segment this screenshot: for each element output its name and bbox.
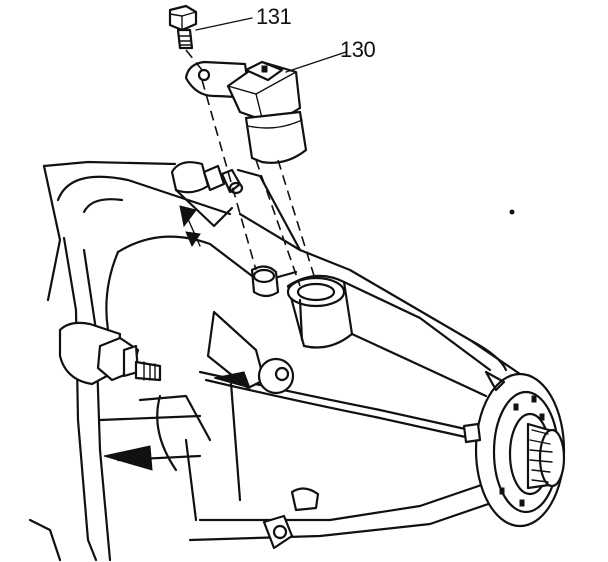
callout-131: 131: [195, 4, 292, 31]
callout-130: 130: [285, 37, 376, 73]
callout-label-130: 130: [340, 37, 375, 62]
mounting-bolt: [168, 4, 198, 50]
callout-label-131: 131: [256, 4, 291, 29]
speed-sensor: [184, 60, 308, 164]
assembly-guide-lines: [185, 49, 317, 287]
transmission-housing: [28, 160, 566, 562]
